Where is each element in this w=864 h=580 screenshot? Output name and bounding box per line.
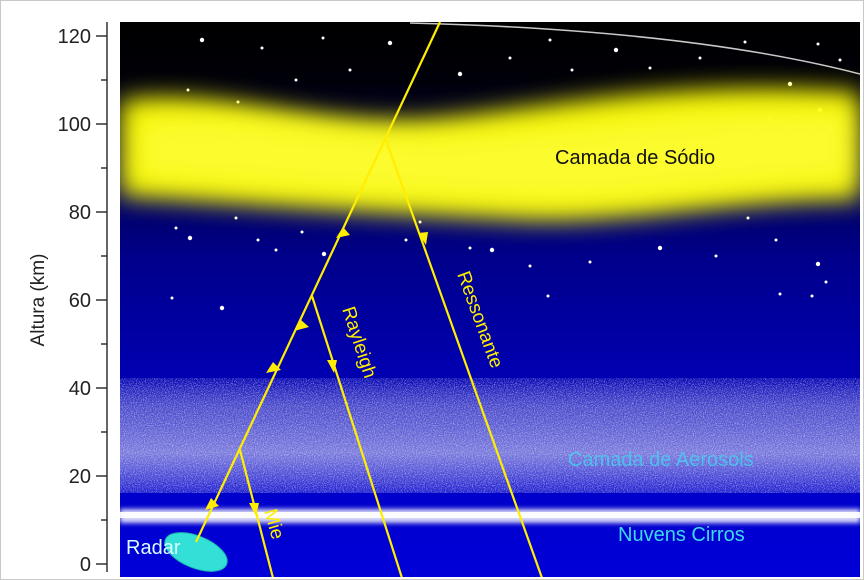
star	[260, 46, 264, 50]
sodium-layer	[120, 88, 860, 221]
star	[714, 254, 718, 258]
cirrus-clouds-label: Nuvens Cirros	[618, 524, 745, 546]
star	[404, 238, 408, 242]
star	[698, 56, 702, 60]
star	[348, 68, 352, 72]
star	[174, 226, 178, 230]
star	[743, 40, 747, 44]
arrow-down-rayleigh	[327, 360, 337, 373]
arrow-down-resonant	[418, 232, 428, 245]
star	[256, 238, 260, 242]
star	[321, 251, 327, 257]
star	[170, 296, 174, 300]
aerosol-layer-label: Camada de Aerosols	[568, 449, 754, 471]
star	[815, 261, 821, 267]
beam-resonant-return	[384, 139, 543, 577]
star	[418, 220, 422, 224]
beam-rayleigh-return	[310, 295, 403, 577]
star	[274, 248, 278, 252]
star	[588, 260, 592, 264]
y-axis	[96, 22, 108, 572]
cirrus-clouds	[120, 509, 860, 523]
radar-emitter	[164, 532, 228, 572]
radar-label: Radar	[126, 537, 181, 559]
beam-paths	[195, 22, 543, 577]
y-tick-100: 100	[58, 114, 91, 136]
star	[294, 78, 298, 82]
star	[234, 216, 238, 220]
beam-mie-return	[238, 449, 274, 577]
star	[457, 71, 463, 77]
star	[468, 246, 472, 250]
arrow-up-3	[294, 320, 309, 331]
star	[219, 305, 225, 311]
arrow-up-4	[336, 227, 350, 238]
star	[548, 38, 552, 42]
star	[648, 66, 652, 70]
y-tick-60: 60	[69, 290, 91, 312]
star	[838, 58, 842, 62]
star	[778, 292, 782, 296]
star	[657, 245, 663, 251]
star	[186, 88, 190, 92]
y-tick-40: 40	[69, 378, 91, 400]
arrow-up-2	[266, 362, 281, 373]
y-tick-0: 0	[80, 554, 91, 576]
earth-curvature-line	[409, 22, 860, 75]
star	[321, 36, 325, 40]
y-axis-title: Altura (km)	[28, 254, 49, 347]
star	[816, 42, 820, 46]
star	[824, 280, 828, 284]
star	[187, 235, 193, 241]
star	[746, 216, 750, 220]
star	[570, 68, 574, 72]
beam-upward	[195, 22, 441, 543]
beam-arrows	[205, 227, 428, 516]
star	[508, 56, 512, 60]
y-tick-labels: 0 20 40 60 80 100 120	[58, 26, 91, 576]
star	[387, 40, 393, 46]
y-tick-80: 80	[69, 202, 91, 224]
star	[787, 81, 793, 87]
star	[810, 294, 814, 298]
star	[300, 230, 304, 234]
star	[528, 264, 532, 268]
sodium-layer-label: Camada de Sódio	[555, 147, 715, 169]
arrow-down-mie	[249, 503, 259, 516]
star	[236, 100, 240, 104]
arrow-up-1	[205, 498, 219, 510]
star	[546, 294, 550, 298]
star	[774, 238, 778, 242]
y-tick-20: 20	[69, 466, 91, 488]
aerosol-layer	[120, 378, 860, 493]
star	[613, 47, 619, 53]
star	[489, 247, 495, 253]
y-tick-120: 120	[58, 26, 91, 48]
star	[199, 37, 205, 43]
